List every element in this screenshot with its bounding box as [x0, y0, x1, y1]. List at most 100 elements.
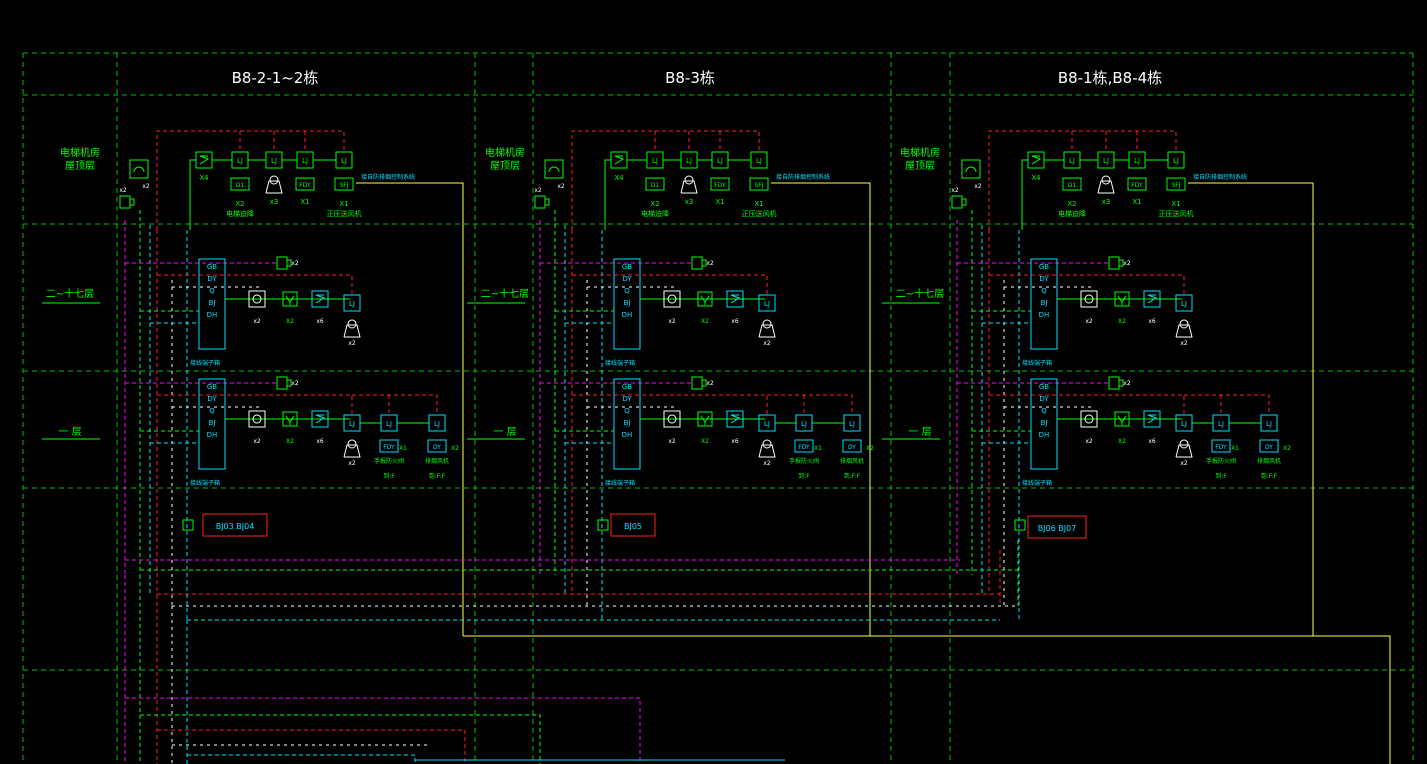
count-label: X2	[1118, 318, 1126, 325]
ground-fdy-box-text: FDY	[1215, 444, 1227, 451]
detector-icon	[663, 410, 681, 428]
terminal-panel-ground	[613, 378, 641, 470]
ground-lj-box-code: LJ	[1218, 420, 1224, 428]
horn-icon-tip	[129, 198, 135, 206]
panel-caption: 接线端子箱	[1022, 359, 1052, 367]
roof-sub-box	[295, 177, 315, 191]
terminal-panel-upper	[198, 258, 226, 350]
roof-red-bus	[988, 130, 1177, 230]
roof-sub-box	[1127, 177, 1147, 191]
switch-symbol	[1147, 414, 1158, 424]
count-label: x2	[974, 183, 982, 190]
panel-lj-box-code: LJ	[764, 420, 770, 428]
roof-count: x3	[685, 198, 694, 206]
count-label: x6	[731, 318, 739, 325]
fan-icon-head	[684, 175, 694, 185]
lower-magenta	[125, 697, 641, 764]
panel-lj-box	[758, 414, 776, 432]
count-label: X2	[701, 438, 709, 445]
horn-icon-tip	[961, 198, 967, 206]
speaker-icon	[1114, 411, 1130, 427]
panel-lj-box-code: LJ	[349, 420, 355, 428]
roof-count: X2	[1067, 200, 1076, 208]
ground-dy-box	[1259, 439, 1279, 453]
roof-lj-box	[1128, 151, 1146, 169]
count-label: x2	[142, 183, 150, 190]
count-label: X2	[1283, 445, 1291, 452]
roof-red-bus	[156, 130, 345, 230]
panel-row-label: Q	[624, 407, 630, 415]
fan-icon-head	[347, 439, 357, 449]
roof-lj-box-code: LJ	[237, 157, 243, 165]
panel-row-label: Q	[209, 287, 215, 295]
panel-row-label: GB	[207, 263, 217, 271]
panel-caption: 接线端子箱	[1022, 479, 1052, 487]
floor-label-roof: 屋顶层	[490, 160, 520, 172]
roof-sub-box-text: FDY	[299, 182, 311, 189]
panel-row-label: DY	[207, 395, 217, 403]
count-label: X2	[286, 438, 294, 445]
roof-sub-box	[645, 177, 665, 191]
ground-note: 到:F:F	[1261, 473, 1278, 480]
ground-dy-box-text: DY	[1265, 444, 1273, 451]
ground-red-line	[352, 394, 438, 415]
roof-lj-box	[1063, 151, 1081, 169]
phone-icon	[961, 159, 981, 179]
roof-note: 正压送风机	[327, 209, 362, 218]
panel-red-line	[157, 274, 353, 295]
ground-lj-box	[843, 414, 861, 432]
count-label: x6	[1148, 438, 1156, 445]
detector-icon	[1080, 410, 1098, 428]
count-label: x2	[557, 183, 565, 190]
roof-count: X1	[754, 200, 763, 208]
panel-row-label: BJ	[624, 419, 631, 427]
panel-row-label: DH	[622, 311, 633, 319]
roof-sub-box	[1166, 177, 1186, 191]
roof-lj-box-code: LJ	[1173, 157, 1179, 165]
ground-dy-box	[842, 439, 862, 453]
roof-lj-box	[1167, 151, 1185, 169]
bj-box-3	[1027, 515, 1087, 539]
horn-icon-tip	[1118, 259, 1124, 267]
fan-icon	[758, 444, 776, 458]
roof-count: X2	[235, 200, 244, 208]
panel-row-label: GB	[207, 383, 217, 391]
horn-icon-tip	[701, 379, 707, 387]
roof-lj-box	[646, 151, 664, 169]
switch-box	[726, 410, 744, 428]
roof-lj-box-code: LJ	[1069, 157, 1075, 165]
roof-lj-box	[296, 151, 314, 169]
header-col2: B8-3栋	[665, 69, 715, 87]
fan-icon	[758, 324, 776, 338]
phone-icon	[129, 159, 149, 179]
bj-box-1	[202, 513, 268, 537]
phone-icon-handset	[133, 166, 145, 173]
roof-sub-box-text: SFJ	[1171, 182, 1180, 189]
panel-row-label: GB	[1039, 263, 1049, 271]
panel-red-line	[989, 274, 1185, 295]
switch-symbol	[1031, 155, 1042, 165]
panel-row-label: DY	[622, 275, 632, 283]
count-label: x2	[119, 187, 127, 194]
roof-sub-box	[749, 177, 769, 191]
panel-row-label: BJ	[209, 299, 216, 307]
count-label: x2	[706, 260, 714, 267]
detector-icon-ring	[667, 294, 677, 304]
count-label: x2	[1085, 318, 1093, 325]
count-label: X1	[1231, 445, 1239, 452]
terminal-panel-upper	[1030, 258, 1058, 350]
count-label: x2	[348, 460, 356, 467]
count-label: x2	[1085, 438, 1093, 445]
roof-lj-box-code: LJ	[1103, 157, 1109, 165]
floor-label-roof: 电梯机房	[900, 146, 940, 159]
ground-lj-box-code: LJ	[386, 420, 392, 428]
floor-label-upper: 二~十七层	[481, 287, 529, 300]
ground-note: 排烟风机	[840, 457, 864, 465]
roof-sub-box	[710, 177, 730, 191]
speaker-icon	[697, 411, 713, 427]
panel-row-label: Q	[1041, 287, 1047, 295]
panel-row-label: DH	[207, 431, 218, 439]
phone-icon-handset	[548, 166, 560, 173]
